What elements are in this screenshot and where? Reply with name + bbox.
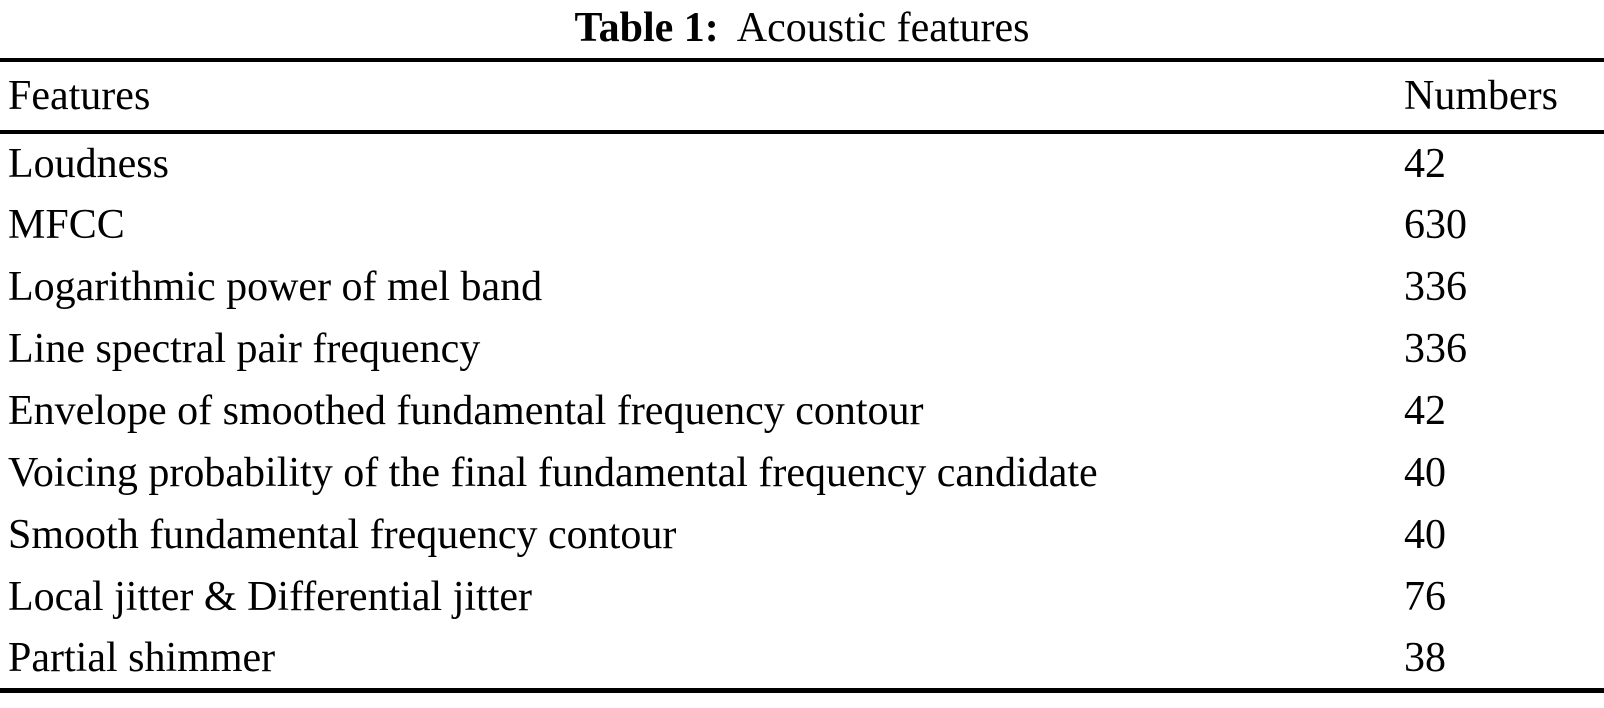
number-cell: 40 bbox=[1403, 450, 1446, 496]
table-row: Local jitter & Differential jitter 76 bbox=[0, 566, 1604, 628]
table-caption-title: Acoustic features bbox=[736, 5, 1030, 51]
feature-cell: Logarithmic power of mel band bbox=[8, 264, 543, 310]
table-row: Smooth fundamental frequency contour 40 bbox=[0, 504, 1604, 566]
table-row: Line spectral pair frequency 336 bbox=[0, 318, 1604, 380]
feature-cell: Line spectral pair frequency bbox=[8, 326, 481, 372]
header-row: Features Numbers bbox=[0, 60, 1604, 132]
feature-cell: Envelope of smoothed fundamental frequen… bbox=[8, 388, 924, 434]
table-header: Features Numbers bbox=[0, 60, 1604, 132]
number-cell: 76 bbox=[1403, 574, 1446, 620]
column-header-numbers: Numbers bbox=[1403, 73, 1558, 119]
table-row: Voicing probability of the final fundame… bbox=[0, 442, 1604, 504]
number-cell: 336 bbox=[1403, 326, 1467, 372]
number-cell: 42 bbox=[1403, 388, 1446, 434]
table-row: Logarithmic power of mel band 336 bbox=[0, 256, 1604, 318]
feature-cell: Voicing probability of the final fundame… bbox=[8, 450, 1098, 496]
table-caption-label: Table 1: bbox=[574, 5, 719, 51]
number-cell: 42 bbox=[1403, 141, 1446, 187]
number-cell: 630 bbox=[1403, 202, 1467, 248]
table-caption: Table 1: Acoustic features bbox=[0, 0, 1604, 58]
table-row: Partial shimmer 38 bbox=[0, 628, 1604, 690]
feature-cell: Local jitter & Differential jitter bbox=[8, 574, 533, 620]
table-row: Envelope of smoothed fundamental frequen… bbox=[0, 380, 1604, 442]
number-cell: 40 bbox=[1403, 512, 1446, 558]
feature-cell: Partial shimmer bbox=[8, 634, 276, 681]
feature-cell: MFCC bbox=[8, 202, 125, 248]
table-row: Loudness 42 bbox=[0, 132, 1604, 194]
feature-cell: Loudness bbox=[8, 141, 169, 187]
feature-cell: Smooth fundamental frequency contour bbox=[8, 512, 677, 558]
number-cell: 336 bbox=[1403, 264, 1467, 310]
table-row: MFCC 630 bbox=[0, 194, 1604, 256]
column-header-features: Features bbox=[8, 73, 151, 119]
number-cell: 38 bbox=[1403, 634, 1446, 681]
